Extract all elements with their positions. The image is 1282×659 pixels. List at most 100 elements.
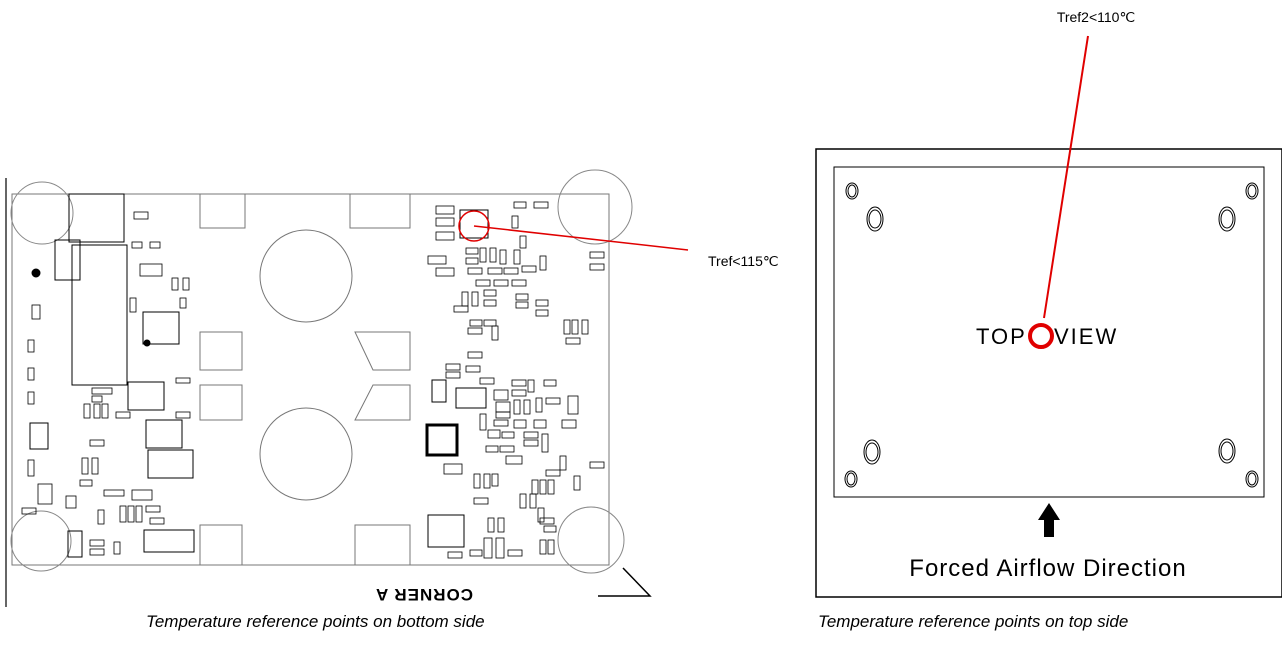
component-pad xyxy=(139,263,163,277)
component-pad xyxy=(547,479,555,495)
tref-top-leader xyxy=(1043,35,1089,319)
component-pad xyxy=(547,539,555,555)
component-pad xyxy=(27,339,35,353)
component-pad xyxy=(427,255,447,265)
component-pad xyxy=(571,319,579,335)
component-pad xyxy=(467,327,483,335)
component-pad xyxy=(131,489,153,501)
component-pad xyxy=(493,279,509,287)
component-pad xyxy=(485,445,499,453)
component-pad xyxy=(479,377,495,385)
component-pad xyxy=(543,379,557,387)
caption-top-side: Temperature reference points on top side xyxy=(818,612,1129,631)
component-pad xyxy=(113,541,121,555)
component-pad xyxy=(31,304,41,320)
component-pad xyxy=(483,473,491,489)
component-pad xyxy=(537,507,545,523)
component-pad xyxy=(465,247,479,255)
component-pad xyxy=(535,397,543,413)
component-pad xyxy=(495,411,511,419)
tref-top-marker xyxy=(1028,323,1054,349)
component-pad xyxy=(589,263,605,271)
component-pad xyxy=(467,267,483,275)
component-pad xyxy=(103,489,125,497)
top-view-label-left: TOP xyxy=(976,324,1027,349)
component-pad xyxy=(589,251,605,259)
component-pad xyxy=(93,403,101,419)
component-pad xyxy=(489,247,497,263)
tref-bottom-leader xyxy=(473,225,689,251)
component-pad xyxy=(149,241,161,249)
component-pad xyxy=(119,505,127,523)
component-pad xyxy=(561,419,577,429)
corner-label: CORNER A xyxy=(375,585,473,604)
component-pad xyxy=(541,433,549,453)
component-pad xyxy=(453,305,469,313)
component-pad xyxy=(503,267,519,275)
component-pad xyxy=(175,377,191,384)
component-pad xyxy=(89,439,105,447)
tref-top-label: Tref2<110℃ xyxy=(1057,9,1135,25)
component-pad xyxy=(145,505,161,513)
component-pad xyxy=(471,291,479,307)
component-pad xyxy=(523,399,531,415)
component-pad xyxy=(127,505,135,523)
component-pad xyxy=(495,401,511,413)
component-pad xyxy=(539,539,547,555)
airflow-arrow-icon xyxy=(1038,503,1060,537)
component-pad xyxy=(535,299,549,307)
tref-bottom-label: Tref<115℃ xyxy=(708,253,779,269)
component-pad xyxy=(581,319,589,335)
component-pad xyxy=(491,473,499,487)
component-pad xyxy=(465,365,481,373)
bottom-component-pads xyxy=(21,201,605,559)
component-pad xyxy=(559,455,567,471)
caption-bottom-side: Temperature reference points on bottom s… xyxy=(146,612,485,631)
bottom-side-pcb xyxy=(5,169,633,607)
component-pad xyxy=(507,549,523,557)
component-pad xyxy=(115,411,131,419)
component-pad xyxy=(531,479,539,495)
component-pad xyxy=(27,459,35,477)
component-pad xyxy=(445,363,461,371)
component-pad xyxy=(539,479,547,495)
component-pad xyxy=(513,399,521,415)
component-pad xyxy=(179,297,187,309)
component-pad xyxy=(563,319,571,335)
component-pad xyxy=(133,211,149,220)
component-pad xyxy=(65,495,77,509)
component-pad xyxy=(529,493,537,509)
component-pad xyxy=(469,549,483,557)
component-pad xyxy=(473,497,489,505)
component-pad xyxy=(567,395,579,415)
component-pad xyxy=(523,431,539,439)
component-pad xyxy=(447,551,463,559)
component-pad xyxy=(545,469,561,477)
mounting-hole-icons xyxy=(844,182,1259,488)
component-pad xyxy=(483,319,497,327)
component-pad xyxy=(499,249,507,265)
component-pad xyxy=(533,419,547,429)
top-side-board xyxy=(815,148,1282,598)
component-pad xyxy=(511,389,527,397)
component-pad xyxy=(91,387,113,395)
component-pad xyxy=(135,505,143,523)
component-pad xyxy=(493,389,509,401)
component-pad xyxy=(519,493,527,509)
component-pad xyxy=(131,241,143,249)
component-pad xyxy=(473,473,481,489)
component-pad xyxy=(511,279,527,287)
component-pad xyxy=(467,351,483,359)
component-pad xyxy=(445,371,461,379)
component-pad xyxy=(89,548,105,556)
component-pad xyxy=(149,517,165,525)
component-pad xyxy=(79,479,93,487)
component-pad xyxy=(27,391,35,405)
component-pad xyxy=(443,463,463,475)
component-pad xyxy=(479,247,487,263)
component-pad xyxy=(521,265,537,273)
component-pad xyxy=(469,319,483,327)
component-pad xyxy=(435,267,455,277)
bottom-right-components xyxy=(425,209,489,548)
